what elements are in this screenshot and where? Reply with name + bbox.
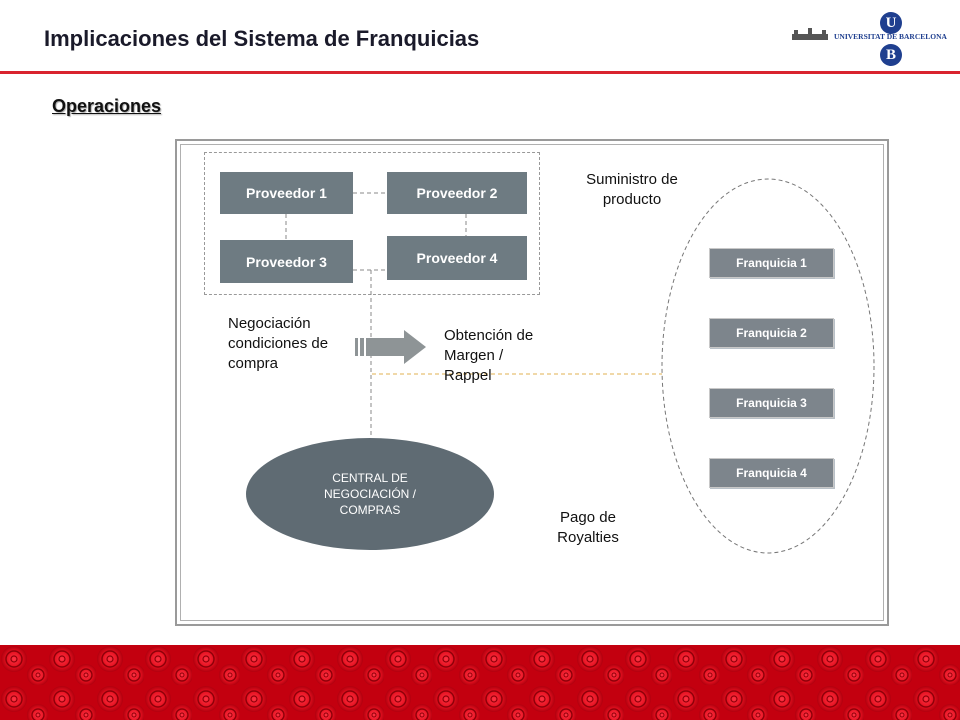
pago-royalties-label: Pago de Royalties [557,509,619,546]
franquicia-1-box: Franquicia 1 [709,248,834,278]
arrow-right-icon [355,330,426,364]
diagram-frame-inner [180,144,884,621]
franquicia-4-box: Franquicia 4 [709,458,834,488]
central-negociacion-ellipse: CENTRAL DE NEGOCIACIÓN / COMPRAS [246,438,494,550]
suministro-label: Suministro de producto [586,171,678,208]
page-title: Implicaciones del Sistema de Franquicias [44,26,480,51]
decorative-footer-band [0,645,960,720]
logo-b-circle: B [880,44,902,66]
obtencion-label: Obtención de Margen / Rappel [444,327,534,384]
franquicia-3-box: Franquicia 3 [709,388,834,418]
section-title: Operaciones [52,96,162,116]
building-icon [792,28,828,40]
proveedor-4-box: Proveedor 4 [387,236,527,280]
negociacion-label: Negociación condiciones de compra [228,315,329,372]
proveedor-1-box: Proveedor 1 [220,172,353,214]
university-logo: U UNIVERSITAT DE BARCELONA B [790,6,960,66]
logo-name: UNIVERSITAT DE BARCELONA [834,32,947,41]
logo-u-circle: U [880,12,902,34]
diagram-frame [175,139,889,626]
roses-pattern-icon [0,645,960,720]
header-divider [0,71,960,74]
proveedores-group [204,152,540,295]
proveedor-3-box: Proveedor 3 [220,240,353,283]
franquicia-2-box: Franquicia 2 [709,318,834,348]
proveedor-2-box: Proveedor 2 [387,172,527,214]
